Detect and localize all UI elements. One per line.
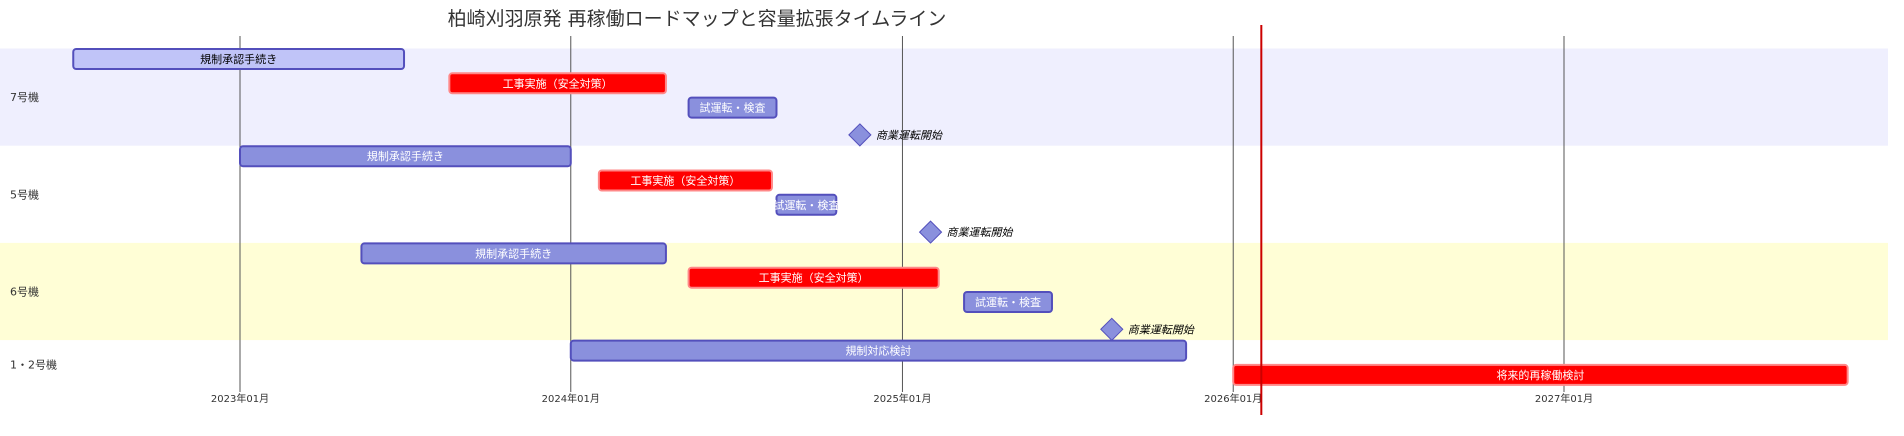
task-bar (239, 145, 572, 168)
section-label: 6号機 (10, 285, 39, 299)
task-label: 試運転・検査 (700, 101, 766, 115)
task-label: 規制対応検討 (845, 344, 911, 358)
x-tick-label: 2027年01月 (1535, 392, 1593, 405)
task-bar (775, 193, 838, 216)
task-bar (687, 266, 940, 289)
task-bar (963, 291, 1053, 313)
task-label: 規制承認手続き (200, 52, 277, 66)
x-axis-ticks: 2023年01月 2024年01月 2025年01月 2026年01月 2027年01月 (211, 392, 1593, 405)
task-bar (360, 242, 667, 265)
task-bar (569, 339, 1188, 362)
milestone-marker (918, 220, 943, 244)
x-tick-label: 2023年01月 (211, 392, 269, 405)
milestone-label: 商業運転開始 (876, 129, 943, 142)
task-label: 規制承認手続き (475, 246, 552, 260)
section-band-2 (0, 242, 1888, 341)
section-label: 5号機 (10, 187, 39, 201)
task-label: 工事実施（安全対策） (759, 271, 869, 285)
milestone-label: 商業運転開始 (1128, 323, 1195, 336)
x-tick-label: 2024年01月 (542, 392, 600, 405)
task-label: 試運転・検査 (773, 198, 839, 212)
task-bar (597, 169, 773, 192)
task-bar (72, 48, 406, 70)
task-label: 試運転・検査 (975, 295, 1041, 309)
task-bar (687, 96, 778, 119)
x-tick-label: 2026年01月 (1204, 392, 1262, 405)
x-tick-label: 2025年01月 (873, 392, 931, 405)
milestone-label: 商業運転開始 (947, 226, 1014, 239)
chart-title: 柏崎刈羽原発 再稼働ロードマップと容量拡張タイムライン (448, 8, 947, 30)
task-label: 規制承認手続き (367, 149, 444, 163)
section-bands (0, 48, 1888, 341)
task-bar (448, 72, 667, 95)
grid-lines (239, 36, 1565, 392)
task-label: 工事実施（安全対策） (503, 76, 613, 90)
task-bars: 規制承認手続き工事実施（安全対策）試運転・検査商業運転開始規制承認手続き工事実施… (72, 48, 1849, 386)
section-labels: 7号機 5号機 6号機 1・2号機 (10, 90, 57, 371)
task-bar (1232, 363, 1849, 386)
section-label: 1・2号機 (10, 357, 57, 371)
task-label: 工事実施（安全対策） (630, 174, 740, 188)
section-label: 7号機 (10, 90, 39, 104)
milestone-marker (848, 123, 872, 147)
task-label: 将来的再稼働検討 (1496, 368, 1584, 382)
